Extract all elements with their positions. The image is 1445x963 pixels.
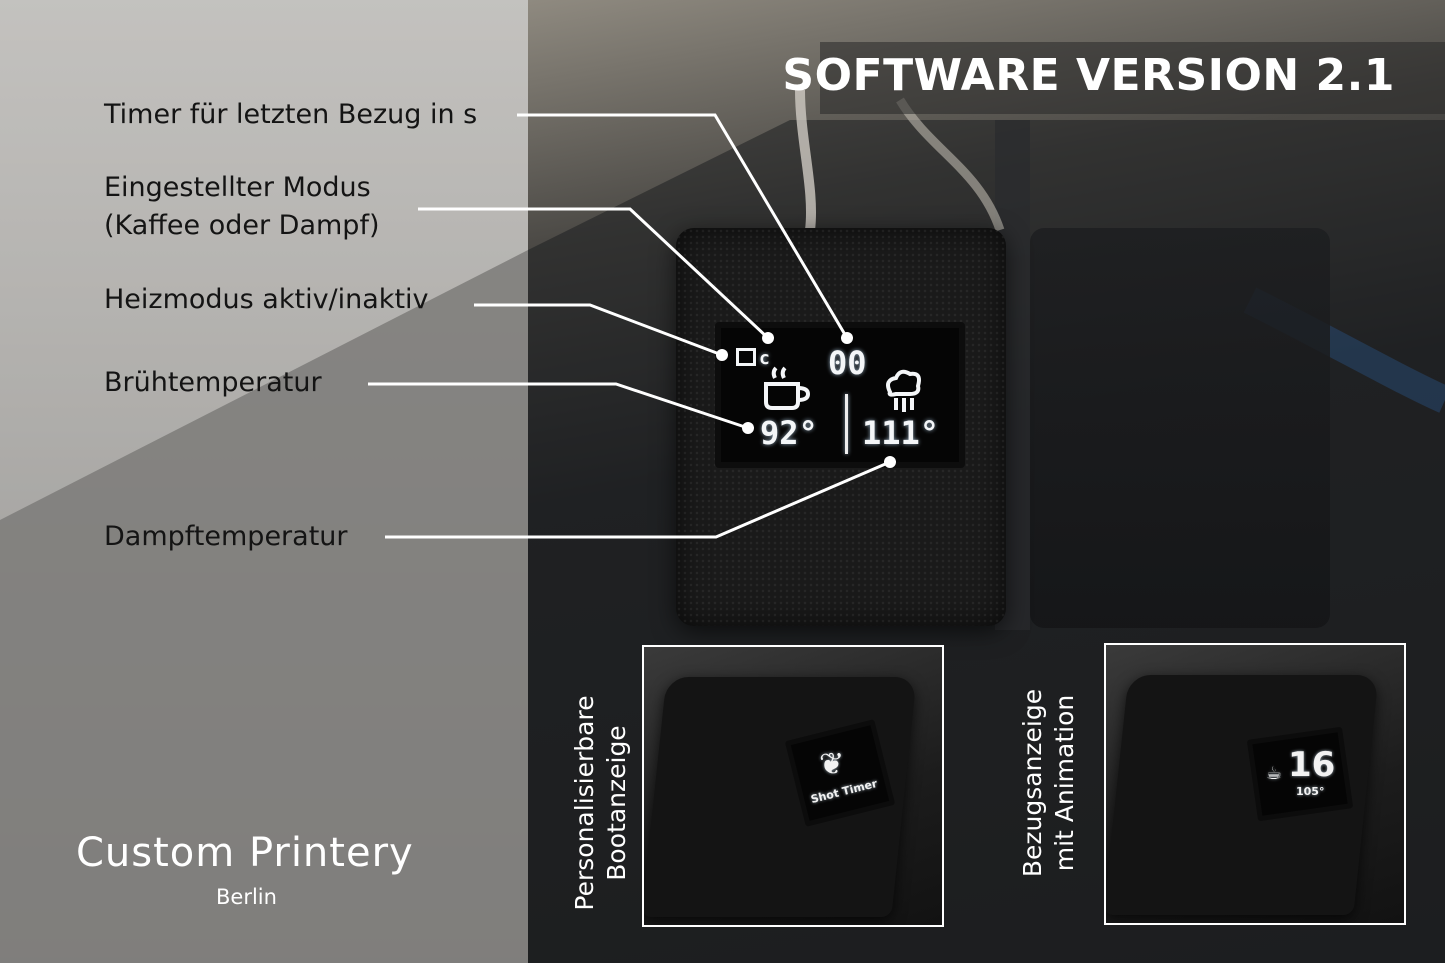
caption-shot-line2: mit Animation xyxy=(1050,694,1079,872)
reflected-device xyxy=(1030,228,1330,628)
coffee-bean-icon: ❦ xyxy=(819,747,845,782)
label-mode-line1: Eingestellter Modus xyxy=(104,172,371,203)
inset-boot-screen: ❦ Shot Timer xyxy=(642,645,944,927)
dot-mode xyxy=(762,332,774,344)
label-heat: Heizmodus aktiv/inaktiv xyxy=(104,284,429,315)
caption-shot: Bezugsanzeige mit Animation xyxy=(1017,628,1087,938)
coffee-cup-icon xyxy=(764,366,811,410)
steam-temperature: 111° xyxy=(862,414,940,452)
mode-indicator: c xyxy=(759,348,770,369)
leader-steam xyxy=(385,460,891,539)
label-mode-line2: (Kaffee oder Dampf) xyxy=(104,210,380,241)
steam-icon xyxy=(886,369,921,412)
leader-heat xyxy=(474,303,723,357)
label-steam-temp: Dampftemperatur xyxy=(104,521,348,552)
oled-screen xyxy=(715,322,965,468)
caption-boot-line2: Bootanzeige xyxy=(602,725,631,881)
dot-heat xyxy=(716,349,728,361)
oled-divider xyxy=(845,394,848,454)
brand-city: Berlin xyxy=(216,885,277,909)
timer-value: 00 xyxy=(828,344,867,382)
shot-timer-value: 16 xyxy=(1288,745,1336,785)
brew-temperature: 92° xyxy=(760,414,818,452)
leader-mode xyxy=(418,207,770,340)
cable-2 xyxy=(896,97,1005,232)
label-timer: Timer für letzten Bezug in s xyxy=(104,99,478,130)
left-shadow-wedge xyxy=(0,250,528,963)
inset-shot-screen: ☕ 16 105° xyxy=(1104,643,1406,925)
leader-timer xyxy=(517,113,849,339)
title-banner xyxy=(820,42,1445,114)
page-title: SOFTWARE VERSION 2.1 xyxy=(782,50,1395,101)
dot-steam xyxy=(884,456,896,468)
dot-brew xyxy=(742,422,754,434)
cable-1 xyxy=(795,89,816,231)
heat-status-icon xyxy=(736,348,756,366)
brand-name: Custom Printery xyxy=(76,830,414,876)
leader-brew xyxy=(368,382,749,430)
caption-boot-line1: Personalisierbare xyxy=(570,695,599,911)
dot-timer xyxy=(841,332,853,344)
shot-cup-icon: ☕ xyxy=(1266,763,1283,784)
caption-boot: Personalisierbare Bootanzeige xyxy=(569,643,639,963)
shot-temp-value: 105° xyxy=(1296,785,1325,798)
caption-shot-line1: Bezugsanzeige xyxy=(1018,688,1047,878)
label-brew-temp: Brühtemperatur xyxy=(104,367,322,398)
